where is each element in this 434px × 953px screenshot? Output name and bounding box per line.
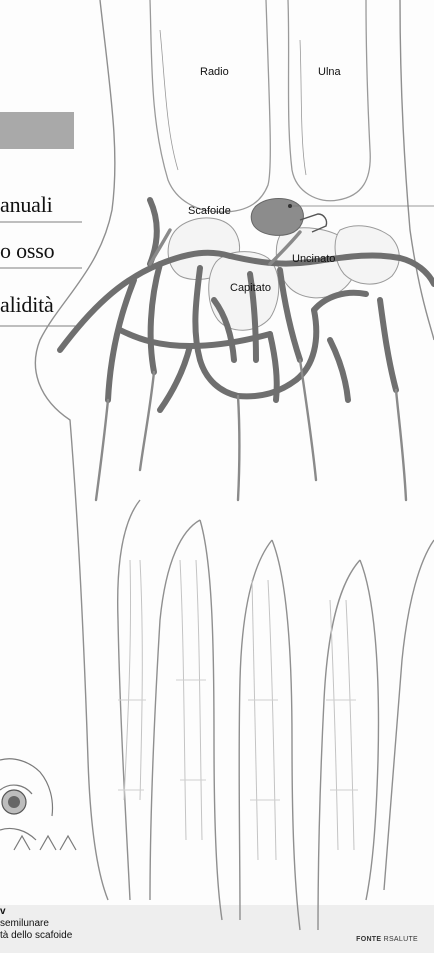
source-brand: FONTE [356,936,381,943]
label-scafoide: Scafoide [188,205,231,217]
left-text-line-3: alidità [0,292,54,318]
label-uncinato: Uncinato [292,253,335,265]
hand-outline [35,0,434,930]
pointer-dot [288,204,292,208]
label-radio: Radio [200,66,229,78]
finger-bones [118,560,358,860]
left-text-line-1: anuali [0,192,53,218]
inset-wrist-diagram [0,759,76,850]
caption-line-2: semilunare [0,918,49,930]
forearm-bones [150,0,370,212]
caption-line-1: v [0,906,6,918]
source-name: RSALUTE [384,936,418,943]
caption-line-3: tà dello scafoide [0,930,72,942]
highlight-box [0,112,74,149]
label-ulna: Ulna [318,66,341,78]
left-text-line-2: o osso [0,238,54,264]
label-capitato: Capitato [230,282,271,294]
source-credit: FONTE RSALUTE [356,936,418,943]
